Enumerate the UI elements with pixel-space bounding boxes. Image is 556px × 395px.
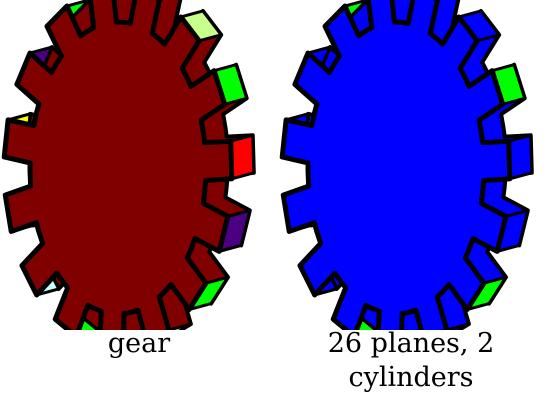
gear-drawing: [1, 0, 256, 330]
gear-front-face: [1, 0, 235, 330]
gear-figure: gear: [0, 0, 278, 363]
tooth-top-face: [507, 133, 534, 181]
gear-front-face: [279, 0, 513, 330]
segmented-gear-figure: 26 planes, 2 cylinders: [278, 0, 556, 393]
tooth-top-face: [229, 133, 256, 181]
segmented-gear-drawing: [279, 0, 534, 330]
tooth-top-face: [444, 322, 471, 330]
tooth-top-face: [166, 322, 193, 330]
segmented-gear-caption: 26 planes, 2 cylinders: [327, 328, 495, 393]
gear-caption: gear: [107, 328, 171, 359]
